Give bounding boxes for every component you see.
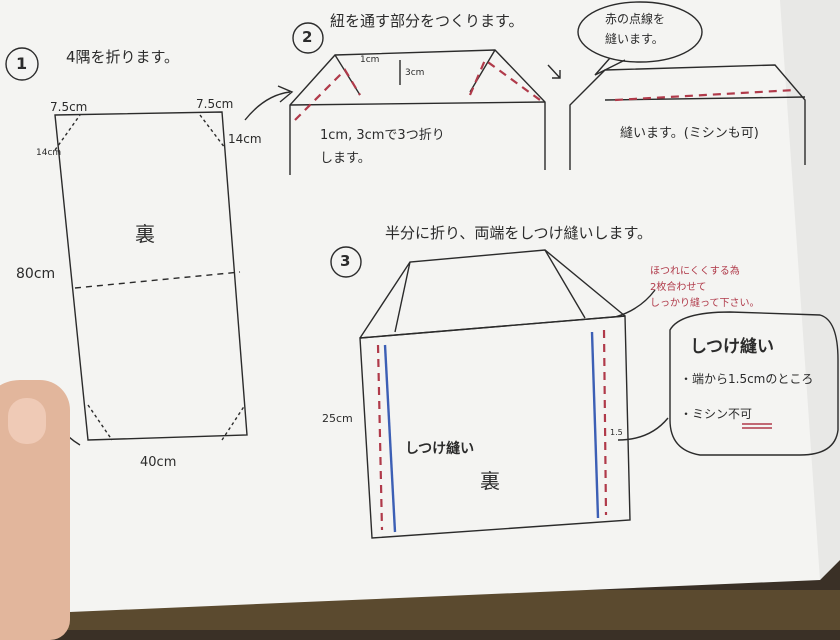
step3-blue-line-left	[383, 344, 397, 533]
step1-side-left: 14cm	[36, 148, 62, 158]
bubble-line2: 縫います。	[605, 32, 664, 46]
step3-side-dim: 25cm	[322, 412, 353, 425]
info-box-line1: ・端から1.5cmのところ	[680, 372, 814, 386]
info-box	[669, 311, 839, 456]
step1-height: 80cm	[16, 266, 56, 282]
step1-fold-line	[74, 271, 241, 289]
step1-number: 1	[16, 54, 28, 73]
arrow-step1-to-step2	[244, 91, 291, 121]
info-box-line2: ・ミシン不可	[680, 407, 753, 421]
step3-red-stitch-right	[602, 329, 608, 516]
step3-number: 3	[340, 252, 351, 270]
step3-bag-body	[359, 315, 631, 539]
step2-sew-note: 縫います。(ミシンも可)	[620, 126, 759, 141]
step2-red-stitch-line	[614, 88, 796, 102]
thumbnail	[8, 398, 46, 444]
step2-fold-note-line2: します。	[320, 151, 371, 166]
step2-number-circle	[292, 22, 324, 54]
step1-number-circle	[5, 47, 39, 81]
step2-title: 紐を通す部分をつくります。	[330, 12, 524, 30]
step3-red-stitch-left	[376, 344, 384, 531]
step3-number-circle	[330, 246, 362, 278]
step3-title: 半分に折り、両端をしつけ縫いします。	[385, 224, 653, 242]
step2-casing-drawing	[289, 49, 546, 175]
step1-corner-left: 7.5cm	[50, 100, 88, 114]
step3-baste-label: しつけ縫い	[405, 441, 475, 457]
step1-title: 4隅を折ります。	[66, 48, 180, 66]
info-box-title: しつけ縫い	[690, 337, 774, 357]
step1-fabric-outline	[54, 111, 248, 441]
speech-bubble	[577, 1, 703, 63]
step2-dim-1cm: 1cm	[360, 55, 380, 65]
step3-red-note-line1: ほつれにくくする為	[650, 266, 740, 277]
step1-center-label: 裏	[135, 222, 155, 246]
step2-fold-note-line1: 1cm, 3cmで3つ折り	[320, 128, 445, 143]
step3-blue-line-right	[590, 331, 600, 519]
step1-corner-right: 7.5cm	[196, 97, 234, 111]
step3-bag-top	[359, 249, 626, 339]
step1-side-right: 14cm	[228, 132, 262, 146]
step2-sewn-drawing	[569, 64, 806, 170]
step1-width: 40cm	[140, 455, 177, 470]
step2-dim-3cm: 3cm	[405, 68, 425, 78]
bubble-line1: 赤の点線を	[605, 12, 666, 26]
step3-red-note-line3: しっかり縫って下さい。	[650, 298, 760, 309]
step2-number: 2	[302, 28, 313, 46]
step3-center-label: 裏	[480, 469, 500, 493]
step3-red-note-line2: 2枚合わせて	[650, 282, 707, 293]
step3-small-dim: 1.5	[610, 428, 623, 437]
